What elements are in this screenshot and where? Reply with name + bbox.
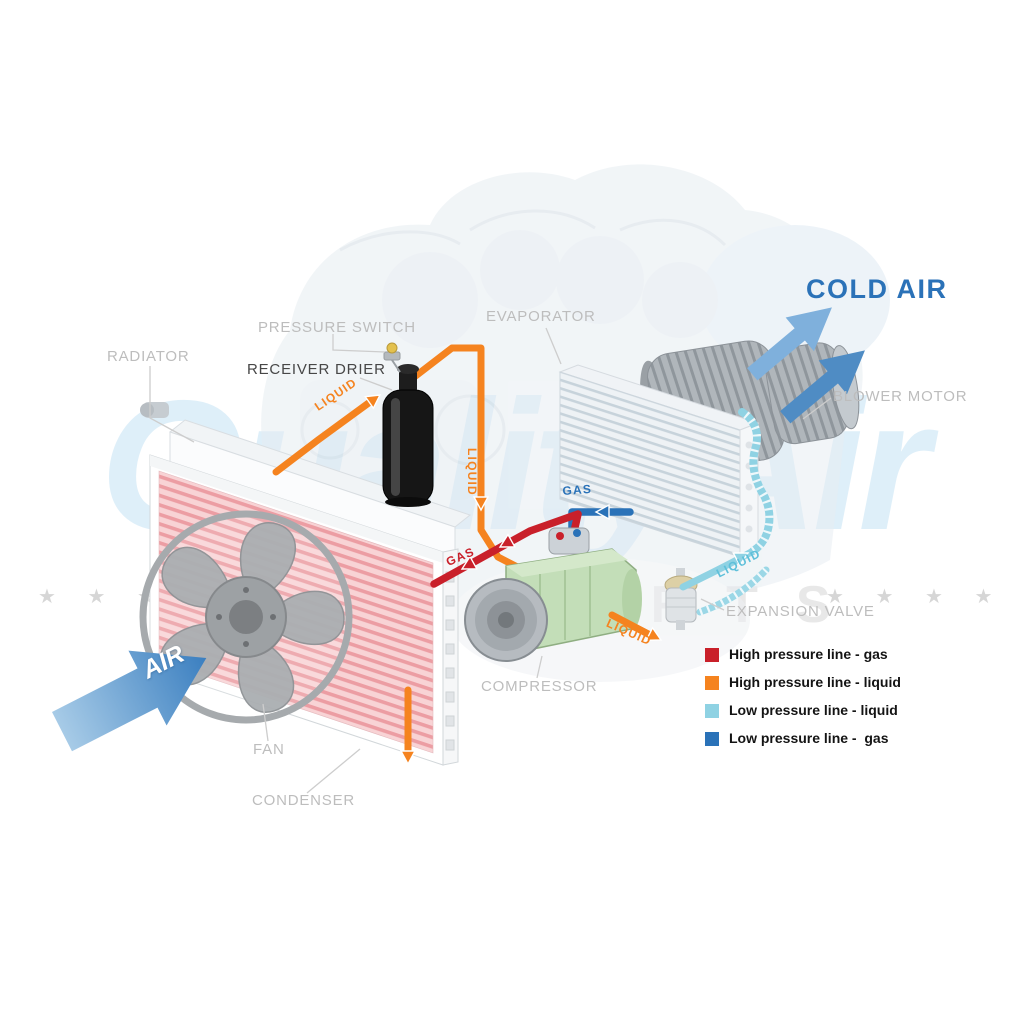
pipe-hp-liquid-condenser-outlet — [399, 686, 417, 766]
pipe-label-gas-low-pressure: GAS — [562, 481, 593, 498]
legend-row-lp-gas: Low pressure line - gas — [705, 730, 901, 746]
legend-swatch-lp-gas — [705, 732, 719, 746]
legend-swatch-hp-gas — [705, 648, 719, 662]
pipe-hp-liquid-to-expansion-valve — [608, 611, 663, 642]
leader-lines — [149, 327, 832, 794]
pipe-label-liquid-drier-down: LIQUID — [465, 448, 479, 496]
label-compressor: COMPRESSOR — [481, 678, 598, 695]
legend-row-lp-liquid: Low pressure line - liquid — [705, 702, 901, 718]
legend-label-lp-liquid: Low pressure line - liquid — [729, 702, 898, 718]
cold-air-arrow-2 — [780, 350, 865, 424]
condenser-graphic — [149, 454, 459, 766]
pressure-switch-graphic — [383, 342, 401, 373]
label-pressure-switch: PRESSURE SWITCH — [258, 319, 416, 336]
legend-label-hp-liquid: High pressure line - liquid — [729, 674, 901, 690]
pipe-hp-liquid-to-drier — [272, 394, 382, 476]
label-cold-air: COLD AIR — [806, 274, 948, 304]
compressor-graphic — [464, 527, 642, 662]
receiver-drier-graphic — [382, 364, 434, 507]
legend-swatch-hp-liquid — [705, 676, 719, 690]
legend-row-hp-liquid: High pressure line - liquid — [705, 674, 901, 690]
legend: High pressure line - gas High pressure l… — [705, 646, 901, 758]
legend-row-hp-gas: High pressure line - gas — [705, 646, 901, 662]
legend-label-hp-gas: High pressure line - gas — [729, 646, 888, 662]
label-expansion-valve: EXPANSION VALVE — [726, 603, 875, 620]
label-blower-motor: BLOWER MOTOR — [833, 388, 968, 405]
legend-swatch-lp-liquid — [705, 704, 719, 718]
fan-graphic — [139, 510, 353, 724]
label-condenser: CONDENSER — [252, 792, 356, 809]
label-radiator: RADIATOR — [107, 348, 190, 365]
cold-air-arrow-1 — [747, 307, 832, 381]
air-arrow — [52, 650, 207, 752]
label-fan: FAN — [253, 741, 285, 758]
pipe-lp-liquid — [679, 408, 774, 616]
label-receiver-drier: RECEIVER DRIER — [247, 361, 386, 378]
label-evaporator: EVAPORATOR — [486, 308, 596, 325]
legend-label-lp-gas: Low pressure line - gas — [729, 730, 889, 746]
